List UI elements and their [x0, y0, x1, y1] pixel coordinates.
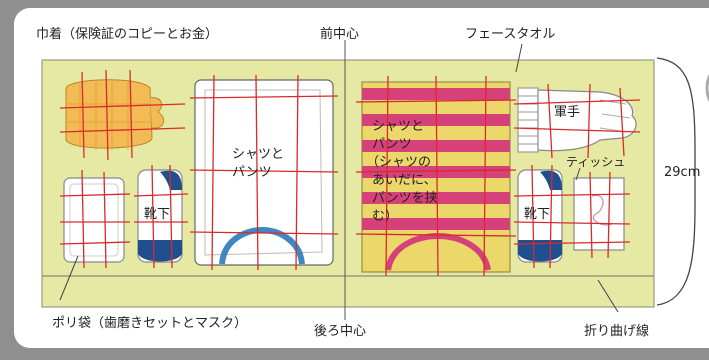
shirt-pants-left [194, 79, 334, 266]
tissue-leader [575, 167, 581, 181]
red-guide-lines [59, 69, 641, 277]
tissue-pack [573, 177, 625, 251]
label-height: 29cm [664, 165, 700, 180]
label-back-center: 後ろ中心 [314, 324, 366, 339]
page-corner-circle [705, 74, 709, 102]
label-poly-bag: ポリ袋（歯磨きセットとマスク） [52, 316, 247, 331]
label-shirt-pants-left-1: シャツと [232, 147, 284, 162]
label-kinchaku: 巾着（保険証のコピーとお金） [36, 26, 218, 42]
label-shirt-pants-left-2: パンツ [232, 165, 272, 180]
label-fold-line: 折り曲げ線 [584, 323, 649, 339]
label-tissue: ティッシュ [566, 155, 625, 169]
label-front-center: 前中心 [320, 26, 359, 42]
fold-line-leader [597, 279, 619, 313]
label-shirt-pants-right-5: パンツを挟 [372, 191, 438, 206]
poly-bag [63, 177, 125, 263]
label-gloves: 軍手 [554, 105, 580, 120]
label-face-towel: フェースタオル [465, 27, 555, 42]
kinchaku-pouch [65, 79, 165, 150]
label-shirt-pants-right-6: む） [372, 209, 398, 224]
label-shirt-pants-right-1: シャツと [372, 119, 424, 134]
label-shirt-pants-right-3: （シャツの [366, 155, 431, 170]
height-bracket [656, 57, 696, 306]
poly-bag-leader [59, 255, 79, 301]
label-shirt-pants-right-4: あいだに、 [372, 173, 437, 188]
label-socks-right: 靴下 [524, 207, 550, 222]
label-socks-left: 靴下 [144, 207, 170, 222]
towel-leader [515, 43, 523, 73]
label-shirt-pants-right-2: パンツ [372, 137, 412, 152]
